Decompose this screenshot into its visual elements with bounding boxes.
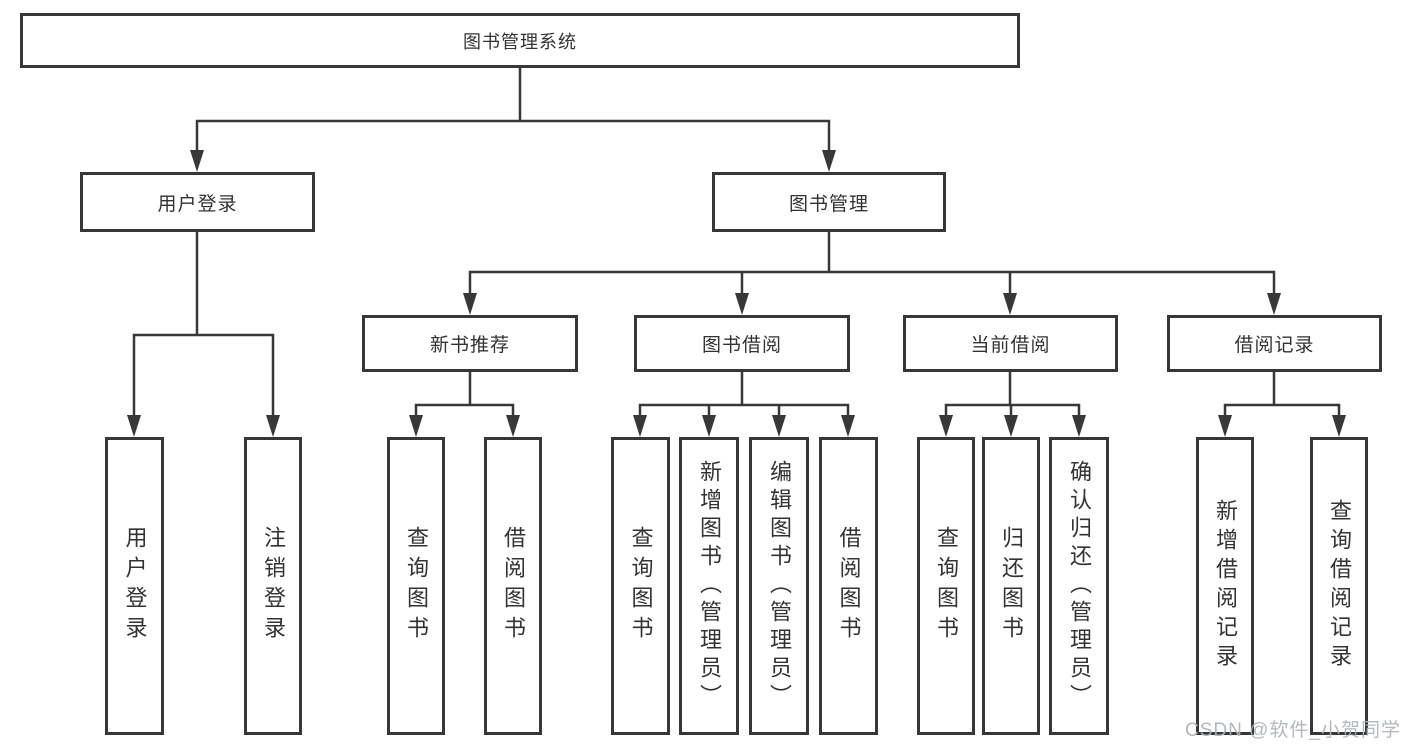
node-label: 图书管理 (788, 193, 869, 215)
node-label: 注销登录 (261, 526, 286, 646)
node-borrow-records: 借阅记录 (1167, 315, 1382, 372)
leaf-confirm-return-admin: 确认归还（管理员） (1049, 437, 1109, 735)
node-label: 借阅记录 (1234, 335, 1315, 356)
csdn-watermark: CSDN @软件_小贺同学 (1185, 720, 1401, 741)
node-label: 用户登录 (122, 526, 148, 646)
node-label: 查询借阅记录 (1327, 499, 1352, 673)
node-book-management: 图书管理 (712, 172, 946, 232)
node-label: 确认归还（管理员） (1067, 460, 1092, 712)
leaf-user-login: 用户登录 (105, 437, 164, 735)
leaf-borrow-books: 借阅图书 (819, 437, 878, 735)
node-book-borrowing: 图书借阅 (634, 315, 850, 372)
leaf-borrow-books-recommend: 借阅图书 (484, 437, 542, 735)
node-label: 查询图书 (628, 526, 654, 646)
node-label: 借阅图书 (836, 526, 862, 646)
node-label: 归还图书 (999, 526, 1024, 646)
node-label: 新增借阅记录 (1213, 499, 1238, 673)
node-current-borrowing: 当前借阅 (903, 315, 1118, 372)
leaf-query-books-borrowing: 查询图书 (611, 437, 670, 735)
node-label: 借阅图书 (501, 526, 526, 646)
node-new-book-recommendation: 新书推荐 (362, 315, 578, 372)
leaf-edit-book-admin: 编辑图书（管理员） (749, 437, 809, 735)
arrowheads (127, 150, 1346, 437)
node-label: 编辑图书（管理员） (767, 460, 792, 712)
node-label: 图书借阅 (701, 335, 782, 356)
leaf-add-book-admin: 新增图书（管理员） (679, 437, 739, 735)
node-label: 用户登录 (157, 193, 238, 215)
leaf-add-borrow-record: 新增借阅记录 (1196, 437, 1254, 735)
node-label: 查询图书 (404, 526, 429, 646)
node-label: 当前借阅 (970, 335, 1051, 356)
node-label: 查询图书 (934, 526, 959, 646)
leaf-query-borrow-record: 查询借阅记录 (1310, 437, 1368, 735)
node-label: 图书管理系统 (463, 31, 577, 52)
node-label: 新增图书（管理员） (697, 460, 722, 712)
node-label: 新书推荐 (429, 335, 510, 356)
node-user-login: 用户登录 (80, 172, 315, 232)
node-library-system: 图书管理系统 (20, 13, 1020, 68)
leaf-logout: 注销登录 (244, 437, 302, 735)
leaf-query-books-current: 查询图书 (917, 437, 975, 735)
leaf-query-books-recommend: 查询图书 (387, 437, 445, 735)
leaf-return-books: 归还图书 (982, 437, 1040, 735)
